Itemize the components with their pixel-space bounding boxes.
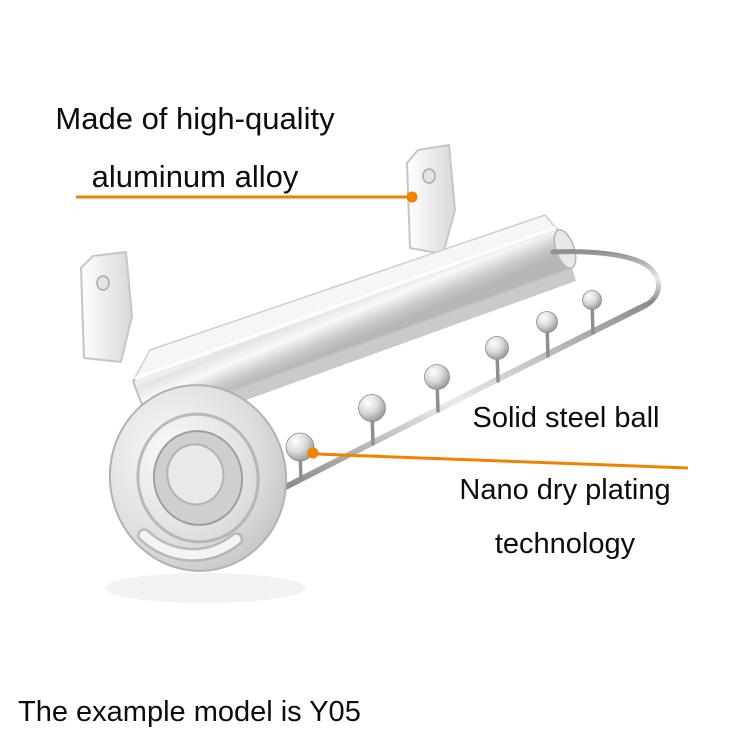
material-label-line1: Made of high-quality bbox=[55, 101, 335, 136]
model-note: The example model is Y05 bbox=[18, 696, 361, 728]
steel-ball-label: Solid steel ball bbox=[472, 402, 660, 434]
end-cap-disc bbox=[108, 384, 288, 572]
screw-hole-icon bbox=[422, 168, 436, 184]
material-label-line2: aluminum alloy bbox=[91, 159, 299, 194]
steel-ball bbox=[358, 394, 386, 422]
steel-ball bbox=[536, 311, 558, 333]
steel-ball bbox=[485, 336, 509, 360]
plating-label-line1: Nano dry plating bbox=[459, 474, 671, 506]
screw-hole-icon bbox=[96, 275, 110, 291]
annotation-leaders bbox=[76, 191, 689, 470]
steel-ball bbox=[582, 290, 602, 310]
plating-leader-dot bbox=[307, 447, 319, 459]
steel-balls bbox=[285, 290, 602, 462]
material-leader-dot bbox=[406, 191, 418, 203]
steel-ball bbox=[424, 364, 450, 390]
plating-label-line2: technology bbox=[494, 528, 636, 560]
steel-ball bbox=[285, 432, 315, 462]
aluminum-bar bbox=[132, 214, 577, 434]
material-label: Made of high-quality aluminum alloy bbox=[30, 90, 360, 206]
disc-shadow bbox=[105, 573, 305, 603]
wall-bracket-left bbox=[80, 251, 133, 363]
plating-leader-line bbox=[315, 452, 689, 470]
